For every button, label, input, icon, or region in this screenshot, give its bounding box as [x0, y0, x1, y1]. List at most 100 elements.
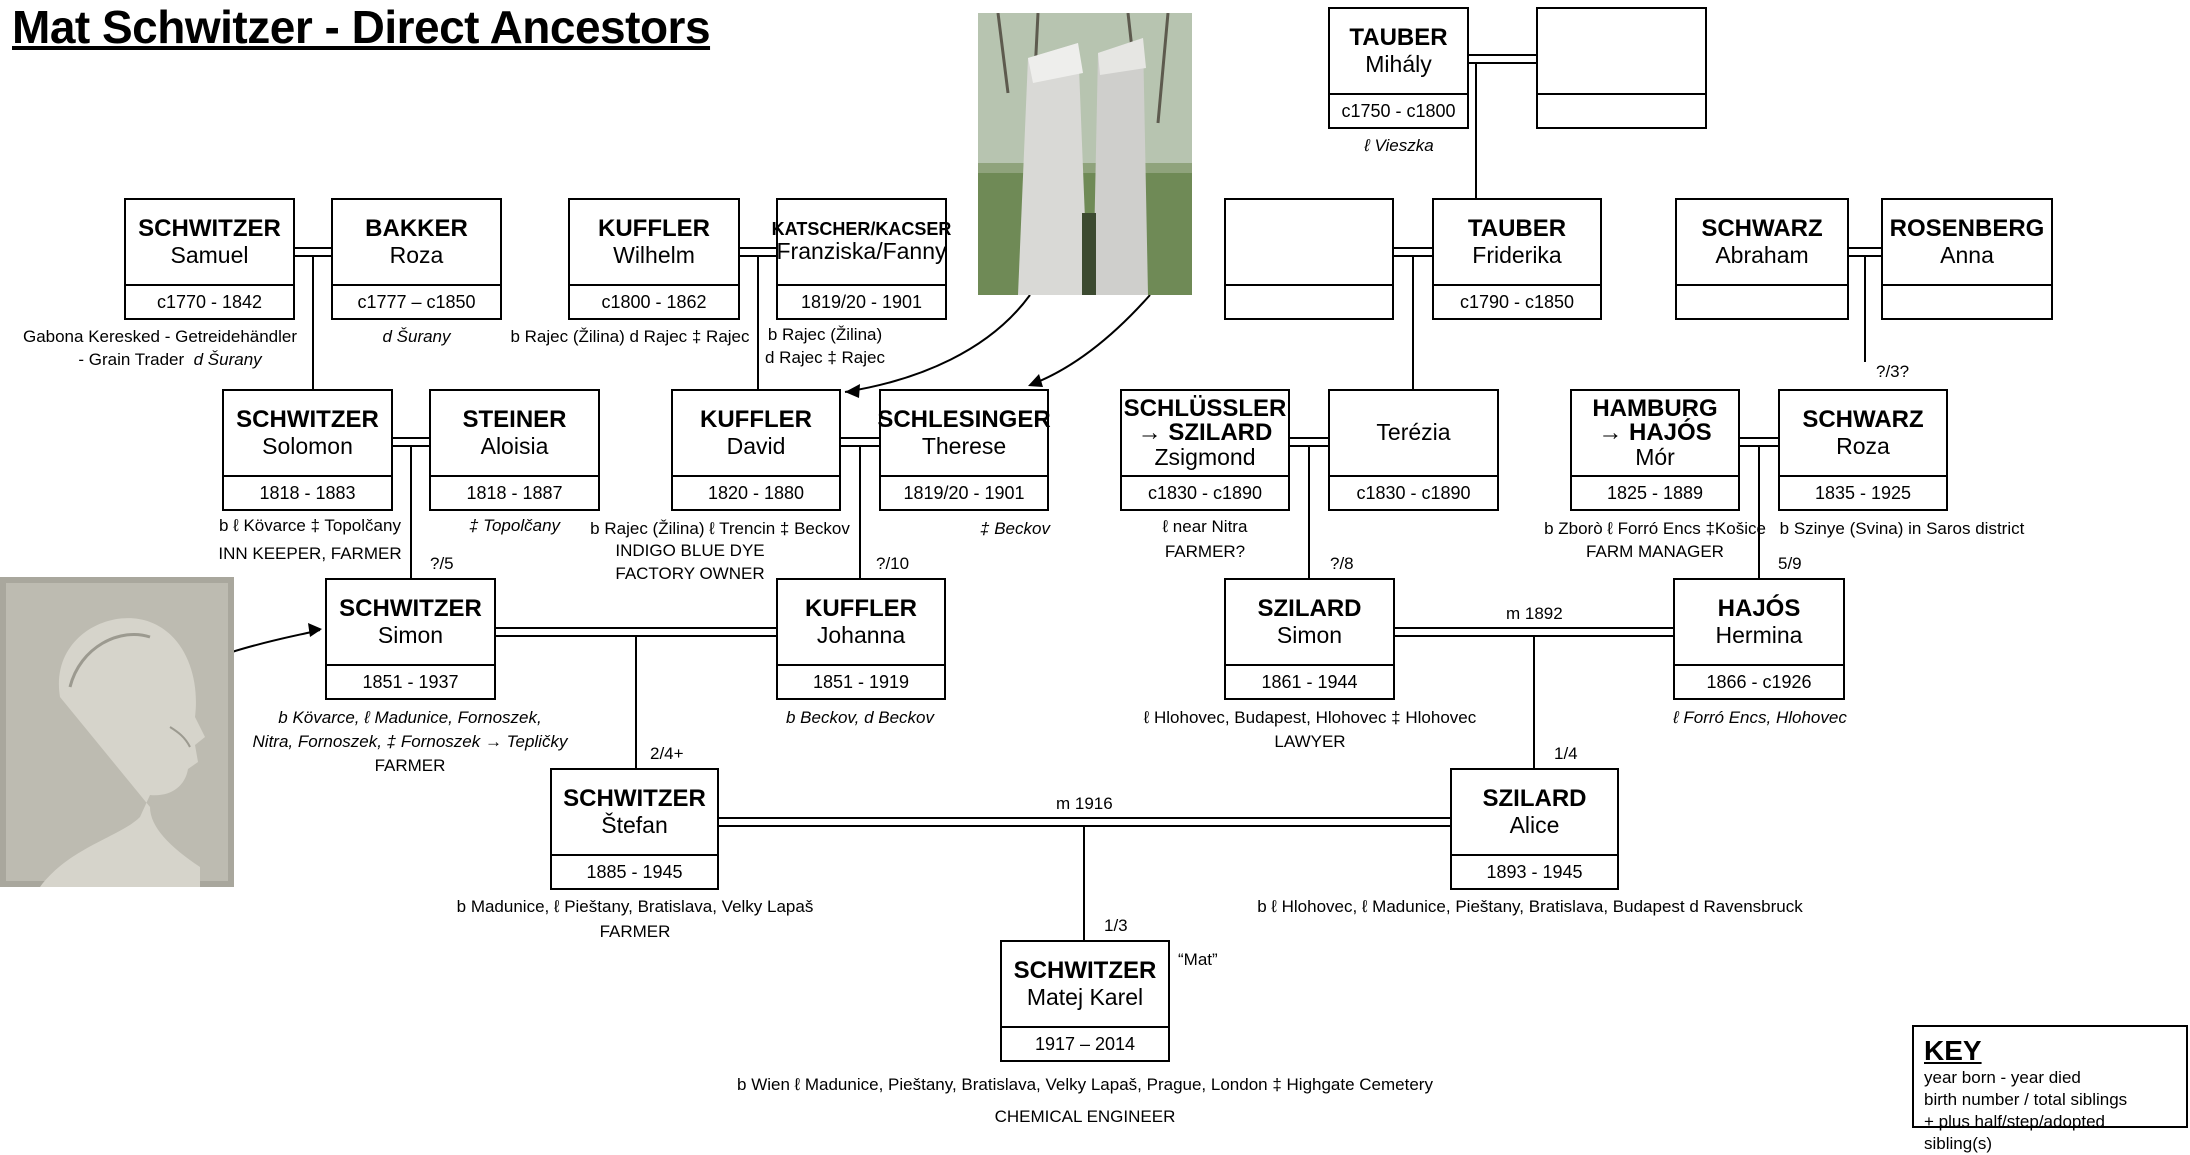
surname: KUFFLER: [598, 214, 710, 242]
given-name: David: [726, 432, 786, 459]
note-samuel-2-text: - Grain Trader: [78, 350, 185, 369]
note-solomon-2: INN KEEPER, FARMER: [218, 544, 402, 563]
sibling-count-hermina: 5/9: [1778, 554, 1802, 573]
surname: SCHWITZER: [138, 214, 281, 242]
person-unknown-spouse: [1536, 7, 1707, 129]
life-dates: 1866 - c1926: [1675, 664, 1843, 698]
portrait-relief-photo: [0, 577, 234, 887]
surname-changed: → HAJÓS: [1598, 419, 1712, 447]
note-wilhelm: b Rajec (Žilina) d Rajec ‡ Rajec: [510, 327, 750, 346]
given-name: Solomon: [262, 432, 353, 459]
given-name: Matej Karel: [1026, 983, 1144, 1010]
given-name: Therese: [921, 432, 1007, 459]
life-dates: [1883, 284, 2051, 318]
life-dates: c1777 – c1850: [333, 284, 500, 318]
life-dates: 1818 - 1883: [224, 475, 391, 509]
surname: SCHWITZER: [563, 784, 706, 812]
key-line-3: + plus half/step/adopted sibling(s): [1924, 1112, 2105, 1153]
given-name: Franziska/Fanny: [776, 238, 947, 265]
surname: KATSCHER/KACSER: [771, 219, 952, 240]
sibling-count-alice: 1/4: [1554, 744, 1578, 763]
surname: SCHLESINGER: [877, 405, 1051, 433]
note-zsigmond-1: ℓ near Nitra: [1162, 517, 1248, 536]
note-szilard-simon-1: ℓ Hlohovec, Budapest, Hlohovec ‡ Hlohove…: [1143, 708, 1477, 727]
given-name: Friderika: [1472, 241, 1562, 268]
key-title: KEY: [1924, 1035, 1982, 1066]
note-stefan-1: b Madunice, ℓ Pieštany, Bratislava, Velk…: [456, 897, 814, 916]
given-name: Simon: [377, 621, 444, 648]
given-name: Aloisia: [480, 432, 549, 459]
life-dates: c1750 - c1800: [1330, 93, 1467, 127]
note-mor-1: b Zborò ℓ Forró Encs ‡Košice: [1544, 519, 1766, 538]
note-david-3: FACTORY OWNER: [615, 564, 765, 583]
life-dates: 1819/20 - 1901: [881, 475, 1047, 509]
note-matej-2: CHEMICAL ENGINEER: [994, 1107, 1176, 1126]
photo-arrow-left: [844, 294, 1031, 393]
given-name: Wilhelm: [613, 241, 695, 268]
surname: SCHWARZ: [1701, 214, 1823, 242]
surname: HAMBURG: [1592, 394, 1718, 422]
sibling-count-roza: ?/3?: [1876, 362, 1910, 381]
life-dates: 1835 - 1925: [1780, 475, 1946, 509]
given-name: Hermina: [1715, 621, 1803, 648]
life-dates: 1819/20 - 1901: [778, 284, 945, 318]
note-franziska-1: b Rajec (Žilina): [767, 325, 883, 344]
life-dates: 1893 - 1945: [1452, 854, 1617, 888]
given-name: Roza: [389, 241, 444, 268]
note-franziska-2: d Rajec ‡ Rajec: [764, 348, 885, 367]
note-bakker: d Šurany: [382, 327, 451, 346]
sibling-count-szilard-simon: ?/8: [1330, 554, 1354, 573]
life-dates: [1677, 284, 1847, 318]
note-samuel-2: - Grain Trader d Šurany: [40, 348, 300, 372]
note-alice: b ℓ Hlohovec, ℓ Madunice, Pieštany, Brat…: [1257, 897, 1803, 916]
surname: STEINER: [462, 405, 567, 433]
note-tauber-mihaly: ℓ Vieszka: [1364, 136, 1434, 155]
life-dates: 1851 - 1937: [327, 664, 494, 698]
life-dates: c1800 - 1862: [570, 284, 738, 318]
note-roza-schwarz: b Szinye (Svina) in Saros district: [1779, 519, 2025, 538]
life-dates: 1818 - 1887: [431, 475, 598, 509]
note-stefan-2: FARMER: [599, 922, 671, 941]
sibling-count-simon: ?/5: [430, 554, 454, 573]
note-samuel-3: d Šurany: [193, 350, 262, 369]
surname: SCHWARZ: [1802, 405, 1924, 433]
given-name: Zsigmond: [1154, 443, 1256, 470]
person-terezia: Terézia c1830 - c1890: [1328, 389, 1499, 511]
life-dates: c1830 - c1890: [1330, 475, 1497, 509]
given-name: Mihály: [1365, 50, 1432, 77]
given-name: Abraham: [1715, 241, 1809, 268]
surname: KUFFLER: [700, 405, 812, 433]
given-name: Anna: [1940, 241, 1994, 268]
given-name: Terézia: [1376, 419, 1451, 446]
surname: SCHWITZER: [1013, 956, 1157, 984]
note-solomon-1: b ℓ Kövarce ‡ Topolčany: [219, 516, 401, 535]
surname-changed: → SZILARD: [1137, 419, 1273, 447]
surname: HAJÓS: [1717, 594, 1801, 622]
nickname-mat: “Mat”: [1178, 950, 1218, 969]
given-name: Samuel: [170, 241, 249, 268]
note-szilard-simon-2: LAWYER: [1274, 732, 1346, 751]
sibling-count-stefan: 2/4+: [650, 744, 684, 763]
note-aloisia: ‡ Topolčany: [468, 516, 561, 535]
page-title: Mat Schwitzer - Direct Ancestors: [12, 1, 711, 53]
key-line-2: birth number / total siblings: [1924, 1090, 2128, 1109]
sibling-count-matej: 1/3: [1104, 916, 1128, 935]
life-dates: 1851 - 1919: [778, 664, 944, 698]
note-david-1: b Rajec (Žilina) ℓ Trencin ‡ Beckov: [590, 519, 850, 538]
life-dates: 1861 - 1944: [1226, 664, 1393, 698]
note-hermina: ℓ Forró Encs, Hlohovec: [1673, 708, 1847, 727]
gravestone-photo: [978, 13, 1192, 295]
